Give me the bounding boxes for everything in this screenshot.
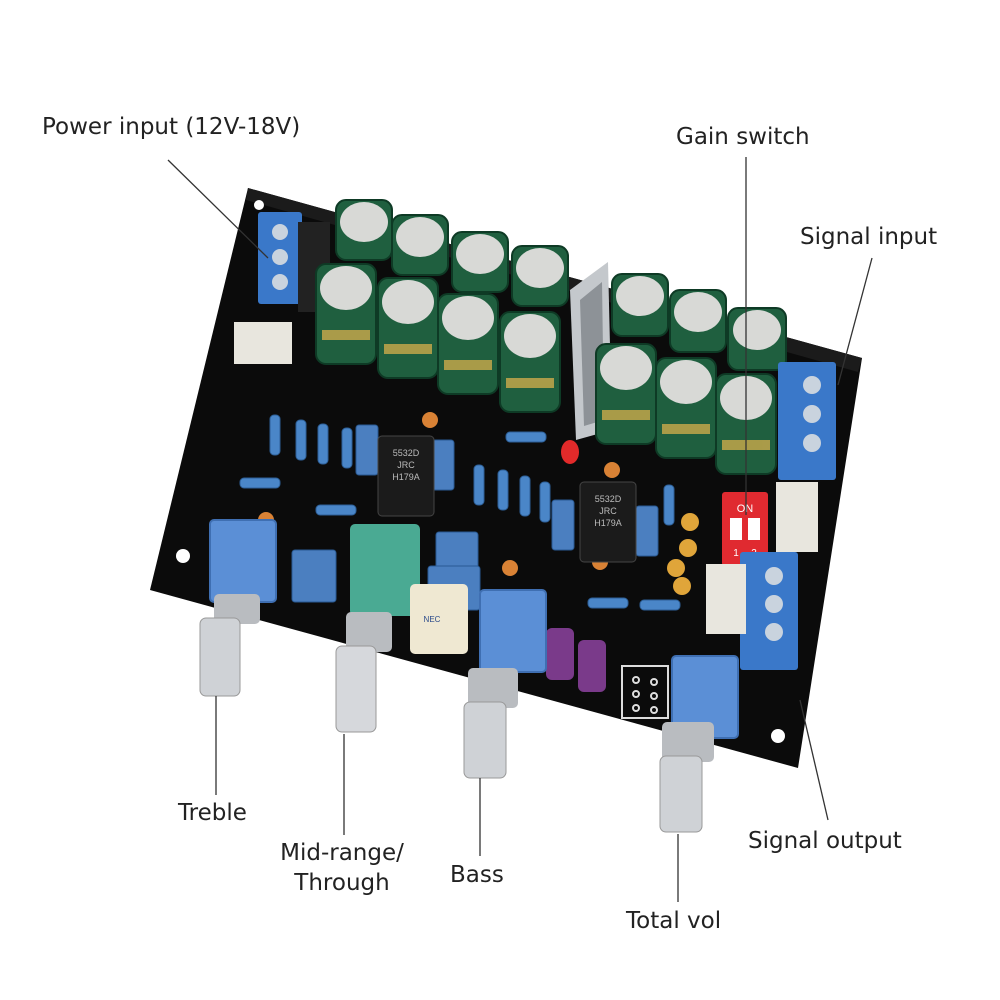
label-mid-range-line1: Mid-range/ — [280, 840, 404, 866]
box-capacitor: NEC — [350, 524, 468, 654]
label-gain-switch: Gain switch — [676, 124, 810, 150]
ceramic-capacitors — [258, 412, 699, 595]
mid-range-knob — [335, 612, 392, 733]
svg-text:H179A: H179A — [392, 472, 420, 482]
svg-text:JRC: JRC — [397, 460, 415, 470]
svg-text:5532D: 5532D — [595, 494, 622, 504]
label-signal-input: Signal input — [800, 224, 938, 250]
potentiometer-bodies — [209, 519, 739, 739]
opamp-chip-1: 5532D JRC H179A — [377, 435, 435, 517]
label-power-input: Power input (12V-18V) — [42, 114, 301, 140]
dip-switch: ON 1 2 — [722, 492, 768, 566]
opamp-chip-2: 5532D JRC H179A — [579, 481, 637, 563]
small-electrolytic-caps — [546, 628, 606, 692]
label-mid-range-line2: Through — [294, 870, 390, 896]
svg-text:ON: ON — [737, 503, 754, 515]
label-treble: Treble — [178, 800, 247, 826]
led — [561, 440, 579, 464]
leader-lines — [167, 157, 873, 902]
label-total-vol: Total vol — [626, 908, 722, 934]
label-signal-output: Signal output — [748, 828, 902, 854]
signal-input-terminal — [776, 362, 836, 552]
label-bass: Bass — [450, 862, 504, 888]
treble-knob — [199, 594, 260, 697]
bass-knob — [463, 668, 518, 779]
label-mid-range: Mid-range/ Through — [262, 838, 422, 898]
svg-text:5532D: 5532D — [393, 448, 420, 458]
svg-text:1: 1 — [733, 548, 739, 559]
signal-output-terminal — [706, 552, 798, 670]
svg-text:NEC: NEC — [424, 615, 441, 624]
total-volume-knob — [659, 722, 714, 833]
resistors — [239, 414, 681, 611]
svg-text:JRC: JRC — [599, 506, 617, 516]
svg-text:H179A: H179A — [594, 518, 622, 528]
ic-socket — [621, 665, 669, 719]
